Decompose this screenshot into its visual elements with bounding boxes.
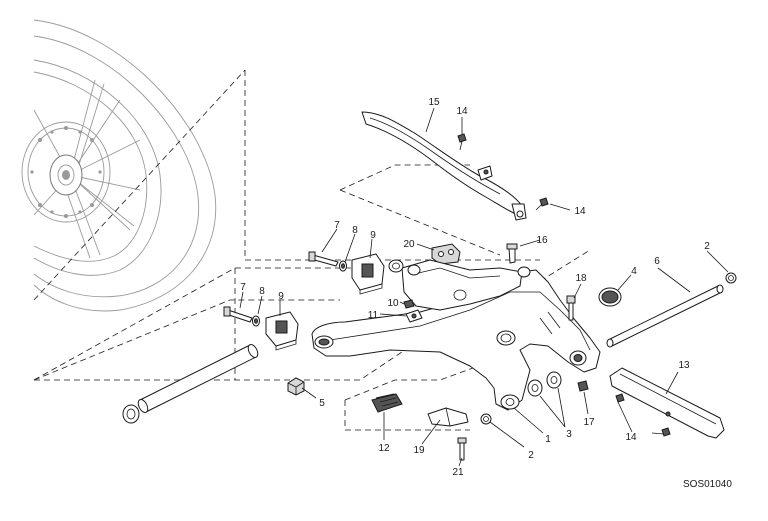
screw-top bbox=[457, 133, 467, 151]
adjuster-washer-lower bbox=[252, 315, 260, 327]
nut bbox=[287, 377, 305, 396]
callout-7-lower: 7 bbox=[240, 282, 246, 293]
brake-disc bbox=[21, 121, 111, 223]
wheel-spokes bbox=[33, 79, 141, 259]
callout-2-upper: 2 bbox=[704, 241, 710, 252]
screw-10 bbox=[403, 299, 415, 309]
bracket-plate bbox=[431, 243, 461, 265]
screw-18 bbox=[566, 295, 576, 321]
axle-sleeve bbox=[137, 344, 259, 413]
callout-14-slider: 14 bbox=[625, 432, 637, 443]
wheel-hub bbox=[49, 154, 83, 196]
callout-13: 13 bbox=[678, 360, 690, 371]
pivot-shaft bbox=[606, 284, 724, 348]
callout-14-top: 14 bbox=[456, 106, 468, 117]
callout-9-lower: 9 bbox=[278, 291, 284, 302]
o-ring-lower bbox=[480, 413, 492, 425]
callout-labels: 15 14 14 14 16 20 7 8 9 7 8 9 10 11 18 4… bbox=[240, 97, 710, 478]
drawing-reference-code: SOS01040 bbox=[683, 479, 732, 490]
screw-slider-a bbox=[615, 393, 625, 403]
bearing-ring bbox=[122, 404, 140, 424]
clip-11 bbox=[405, 309, 423, 323]
chain-adjuster-plate-upper bbox=[351, 253, 385, 295]
callout-8-lower: 8 bbox=[259, 286, 265, 297]
callout-3: 3 bbox=[566, 429, 572, 440]
callout-7-upper: 7 bbox=[334, 220, 340, 231]
callout-4: 4 bbox=[631, 266, 637, 277]
callout-5: 5 bbox=[319, 398, 325, 409]
adjuster-bolt-lower bbox=[223, 306, 253, 323]
swingarm bbox=[311, 269, 601, 411]
chain-adjuster-plate-lower bbox=[265, 311, 299, 351]
rear-wheel bbox=[21, 19, 217, 312]
washer-b bbox=[546, 371, 562, 389]
callout-21: 21 bbox=[452, 467, 464, 478]
chain-slider bbox=[609, 367, 725, 439]
bolt-16 bbox=[506, 243, 518, 264]
rubber-pad bbox=[371, 393, 403, 413]
callout-1: 1 bbox=[545, 434, 551, 445]
callout-12: 12 bbox=[378, 443, 390, 454]
chain-guard bbox=[361, 111, 527, 221]
callout-18: 18 bbox=[575, 273, 587, 284]
leader-lines bbox=[239, 107, 729, 467]
washer-a bbox=[527, 379, 543, 397]
screw-21 bbox=[457, 437, 467, 461]
callout-17: 17 bbox=[583, 417, 595, 428]
cap bbox=[598, 287, 622, 307]
swingarm-upper-block bbox=[388, 259, 531, 311]
callout-2-lower: 2 bbox=[528, 450, 534, 461]
callout-6: 6 bbox=[654, 256, 660, 267]
callout-10: 10 bbox=[387, 298, 399, 309]
mount-bracket bbox=[427, 407, 469, 427]
nut-17 bbox=[577, 380, 589, 392]
callout-9-upper: 9 bbox=[370, 230, 376, 241]
screw-slider-b bbox=[661, 427, 671, 437]
screw-guard-right bbox=[535, 197, 549, 211]
circlip bbox=[725, 272, 737, 284]
callout-15: 15 bbox=[428, 97, 440, 108]
callout-14-guard: 14 bbox=[574, 206, 586, 217]
adjuster-washer-upper bbox=[339, 260, 347, 272]
callout-16: 16 bbox=[536, 235, 548, 246]
callout-8-upper: 8 bbox=[352, 225, 358, 236]
callout-20: 20 bbox=[403, 239, 415, 250]
adjuster-bolt-upper bbox=[308, 251, 339, 267]
callout-19: 19 bbox=[413, 445, 425, 456]
callout-11: 11 bbox=[368, 310, 379, 321]
